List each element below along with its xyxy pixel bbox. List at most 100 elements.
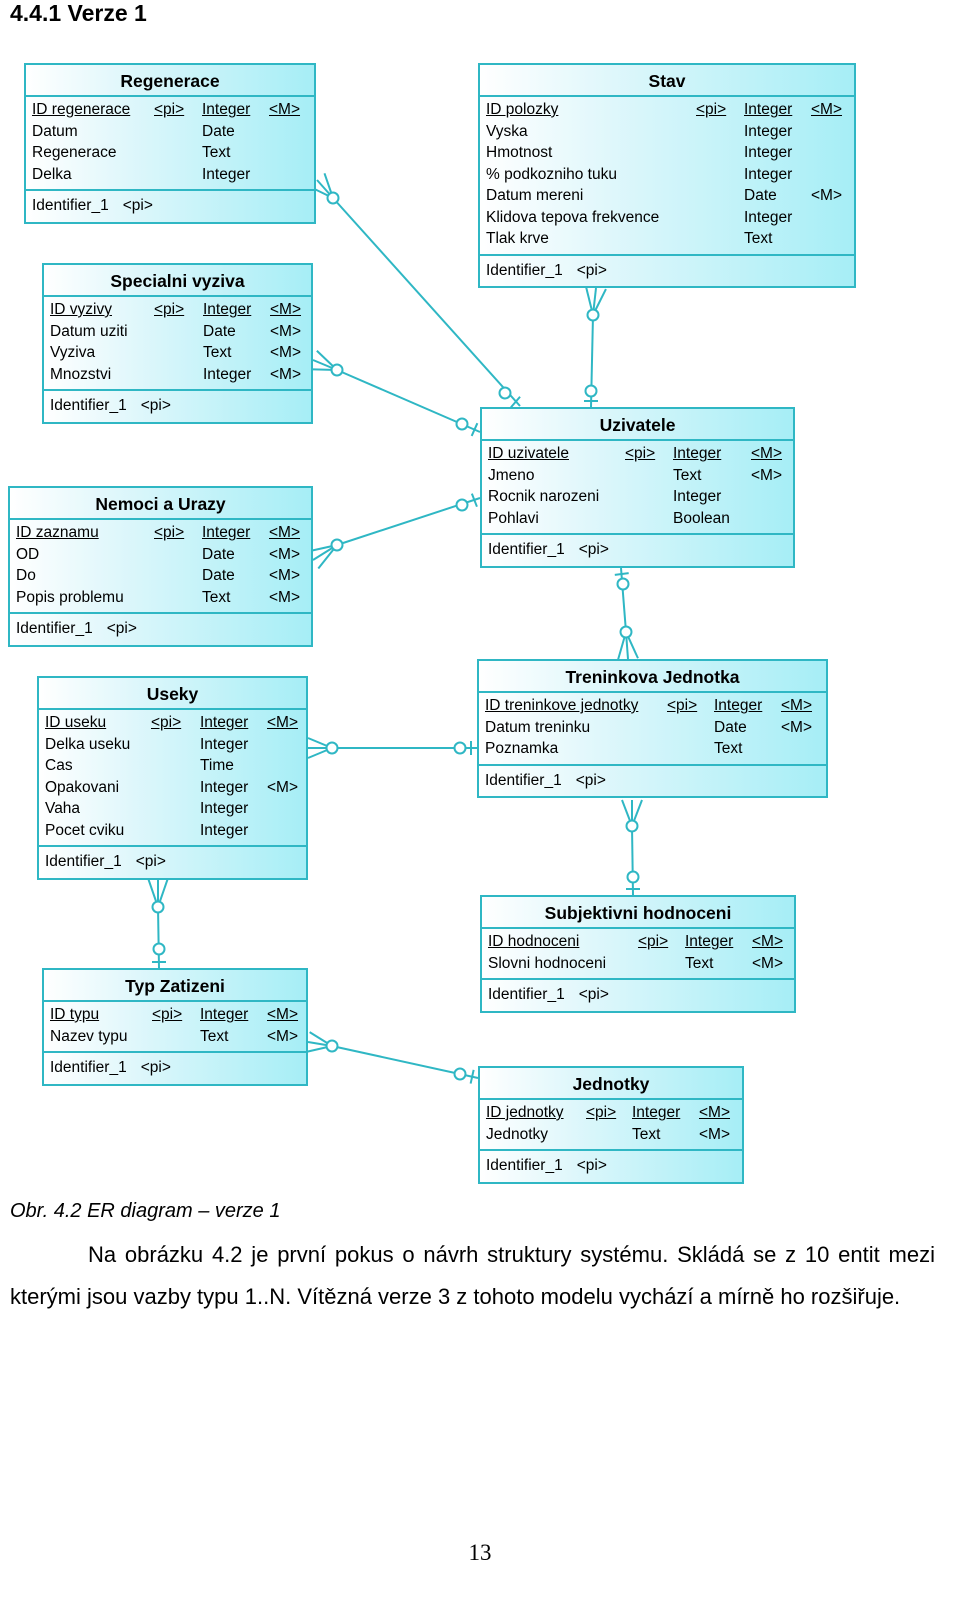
optionality-circle <box>616 577 630 591</box>
optionality-circle <box>326 191 340 205</box>
attribute-mandatory: <M> <box>270 322 302 340</box>
attribute-type: Text <box>202 588 231 606</box>
identifier-name: Identifier_1 <box>32 197 109 214</box>
page-number: 13 <box>468 1540 492 1565</box>
attribute-type: Integer <box>685 933 734 950</box>
identifier-pi: <pi> <box>140 397 171 414</box>
paragraph-text: Na obrázku 4.2 je první pokus o návrh st… <box>10 1242 935 1309</box>
relationship-subjektivni-hodnoceni-treninkova-jednotka <box>621 799 643 896</box>
body-paragraph: Na obrázku 4.2 je první pokus o návrh st… <box>10 1234 935 1318</box>
attribute-name: Klidova tepova frekvence <box>486 208 660 226</box>
identifier-name: Identifier_1 <box>50 1059 127 1076</box>
optionality-circle <box>619 625 633 639</box>
attribute-name: Do <box>16 567 36 584</box>
attribute-pi: <pi> <box>586 1104 617 1121</box>
attribute-type: Integer <box>203 365 252 383</box>
mandatory-bar <box>614 572 629 576</box>
entity-title: Nemoci a Urazy <box>10 488 311 520</box>
attribute-row: ID hodnoceni<pi>Integer<M> <box>488 931 794 953</box>
attribute-type: Time <box>200 757 234 774</box>
attribute-type: Integer <box>202 165 251 183</box>
identifier-name: Identifier_1 <box>488 986 565 1003</box>
identifier-name: Identifier_1 <box>16 620 93 637</box>
identifier-pi: <pi> <box>135 853 166 870</box>
attribute-name: Opakovani <box>45 778 120 796</box>
identifier-pi: <pi> <box>578 986 609 1003</box>
optionality-circle <box>455 498 469 512</box>
attribute-type: Date <box>714 718 747 736</box>
attribute-name: Jednotky <box>486 1125 549 1143</box>
attribute-name: ID vyzivy <box>50 301 112 318</box>
attribute-row: ID zaznamu<pi>Integer<M> <box>16 522 311 544</box>
attribute-row: ID uzivatele<pi>Integer<M> <box>488 443 793 465</box>
attribute-type: Integer <box>203 301 252 318</box>
identifier-name: Identifier_1 <box>45 853 122 870</box>
attribute-row: Tlak krve Text <box>486 228 854 250</box>
attribute-list: ID hodnoceni<pi>Integer<M>Slovni hodnoce… <box>482 929 794 980</box>
attribute-pi: <pi> <box>667 697 698 714</box>
attribute-row: ID typu<pi>Integer<M> <box>50 1004 306 1026</box>
attribute-mandatory: <M> <box>781 718 813 736</box>
attribute-type: Integer <box>714 697 763 714</box>
relationship-regenerace-uzivatele <box>309 173 521 409</box>
attribute-type: Text <box>714 740 743 757</box>
attribute-name: Rocnik narozeni <box>488 488 600 505</box>
attribute-name: ID uzivatele <box>488 445 569 462</box>
attribute-mandatory: <M> <box>270 301 302 318</box>
attribute-name: ID regenerace <box>32 101 131 118</box>
attribute-pi: <pi> <box>151 714 182 731</box>
relationship-specialni-vyziva-uzivatele <box>309 350 481 437</box>
optionality-circle <box>453 741 467 755</box>
attribute-type: Date <box>202 545 235 563</box>
identifier-row: Identifier_1<pi> <box>44 391 311 422</box>
attribute-type: Date <box>202 567 235 584</box>
attribute-row: ID vyzivy<pi>Integer<M> <box>50 299 311 321</box>
attribute-name: Delka useku <box>45 735 131 753</box>
attribute-name: ID polozky <box>486 101 559 118</box>
attribute-type: Text <box>744 230 773 247</box>
attribute-mandatory: <M> <box>267 1006 299 1023</box>
relationship-line <box>157 906 160 969</box>
attribute-type: Integer <box>744 101 793 118</box>
identifier-pi: <pi> <box>576 1157 607 1174</box>
attribute-name: Popis problemu <box>16 588 124 606</box>
optionality-circle <box>453 1067 467 1081</box>
relationship-typ-zatizeni-jednotky <box>306 1031 479 1084</box>
attribute-mandatory: <M> <box>269 567 301 584</box>
identifier-row: Identifier_1<pi> <box>482 535 793 566</box>
entity-title: Specialni vyziva <box>44 265 311 297</box>
optionality-circle <box>330 363 344 377</box>
identifier-pi: <pi> <box>140 1059 171 1076</box>
attribute-type: Text <box>632 1125 661 1143</box>
mandatory-bar <box>469 1069 475 1084</box>
relationship-line <box>332 197 521 407</box>
attribute-name: Tlak krve <box>486 230 549 247</box>
attribute-type: Text <box>673 466 702 484</box>
attribute-name: OD <box>16 545 40 563</box>
identifier-name: Identifier_1 <box>486 261 563 279</box>
identifier-row: Identifier_1 <pi> <box>39 847 306 878</box>
